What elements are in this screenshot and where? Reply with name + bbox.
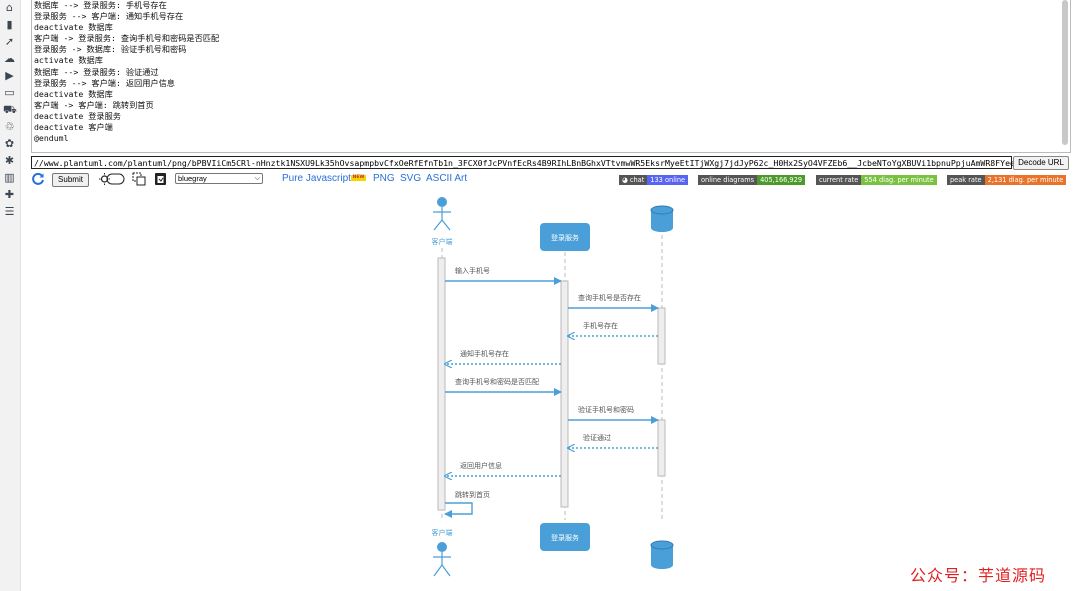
paste-icon[interactable]: [154, 172, 167, 186]
bars-icon[interactable]: ☰: [4, 205, 15, 218]
editor-line: 客户端 -> 登录服务: 查询手机号和密码是否匹配: [34, 33, 220, 44]
svg-link[interactable]: SVG: [400, 173, 422, 184]
url-text: //www.plantuml.com/plantuml/png/bPBVIiCm…: [34, 158, 1020, 168]
client-actor-top: [433, 197, 451, 231]
client-participant-label: 客户端: [432, 237, 453, 246]
comment-icon[interactable]: ▭: [4, 86, 15, 99]
peak-rate-value: 2,131 diag. per minute: [984, 175, 1067, 185]
editor-lines: 数据库 --> 登录服务: 手机号存在登录服务 --> 客户端: 通知手机号存在…: [34, 0, 219, 144]
cart-icon[interactable]: ⛟: [3, 103, 17, 116]
editor-line: 客户端 -> 客户端: 跳转到首页: [34, 99, 154, 110]
chat-badge-value: 133 online: [647, 175, 689, 185]
editor-line: 登录服务 -> 数据库: 验证手机号和密码: [34, 44, 187, 55]
message-label: 查询手机号是否存在: [578, 293, 641, 302]
chevron-down-icon: ⌵: [254, 175, 260, 182]
scrollbar-thumb[interactable]: [1062, 0, 1068, 145]
png-link[interactable]: PNG: [373, 173, 395, 184]
client-participant-label-bottom: 客户端: [432, 528, 453, 537]
sitemap-icon[interactable]: ♲: [4, 120, 15, 133]
database-activation-2: [657, 419, 666, 477]
sign-icon[interactable]: ✚: [4, 188, 15, 201]
toolbar: Submit bluegray ⌵ Pure Javascript NEW PN…: [31, 172, 1071, 188]
gear-icon[interactable]: ✱: [4, 154, 15, 167]
building-icon[interactable]: ▥: [4, 171, 15, 184]
url-field[interactable]: //www.plantuml.com/plantuml/png/bPBVIiCm…: [31, 156, 1020, 169]
sequence-diagram: 客户端 登录服务 输入手机号查询手机号是否存在手机号存在通知手机号存在查询手机号…: [432, 197, 674, 577]
rocket-icon[interactable]: ➚: [4, 35, 15, 48]
service-participant-label-bottom: 登录服务: [551, 533, 579, 542]
database-icon-bottom: [650, 540, 674, 569]
peak-rate-label: peak rate: [947, 175, 985, 185]
theme-select[interactable]: bluegray ⌵: [175, 173, 263, 184]
editor-line: deactivate 数据库: [34, 22, 113, 33]
editor-line: 登录服务 --> 客户端: 返回用户信息: [34, 77, 175, 88]
message-label: 返回用户信息: [460, 461, 502, 470]
client-activation: [437, 257, 446, 511]
message-label: 跳转到首页: [455, 490, 490, 499]
editor-line: deactivate 数据库: [34, 88, 113, 99]
cloud-icon[interactable]: ☁: [4, 52, 15, 65]
toggle-icon[interactable]: [99, 173, 125, 185]
video-icon[interactable]: ▶: [5, 69, 14, 82]
peak-rate-badge: peak rate 2,131 diag. per minute: [947, 175, 1067, 185]
online-diagrams-value: 405,166,929: [757, 175, 806, 185]
ascii-art-link[interactable]: ASCII Art: [426, 173, 468, 184]
sidebar: ⌂ ▮ ➚ ☁ ▶ ▭ ⛟ ♲ ✿ ✱ ▥ ✚ ☰: [0, 0, 21, 591]
service-activation: [560, 280, 569, 508]
database-icon: [650, 205, 674, 232]
refresh-icon[interactable]: [31, 172, 45, 186]
theme-select-value: bluegray: [178, 174, 207, 183]
editor-line: @enduml: [34, 133, 69, 144]
palette-icon[interactable]: ✿: [4, 137, 15, 150]
editor-scrollbar[interactable]: [1061, 0, 1069, 150]
code-editor[interactable]: 数据库 --> 登录服务: 手机号存在登录服务 --> 客户端: 通知手机号存在…: [31, 0, 1071, 153]
new-badge: NEW: [351, 175, 366, 181]
service-participant-label: 登录服务: [551, 233, 579, 242]
chat-label: chat: [629, 176, 645, 184]
editor-line: deactivate 客户端: [34, 122, 113, 133]
service-participant-box: [540, 223, 590, 251]
chat-badge-label: ◕ chat: [619, 175, 648, 185]
message-label: 输入手机号: [455, 266, 490, 275]
message-label: 手机号存在: [583, 321, 618, 330]
current-rate-label: current rate: [816, 175, 862, 185]
online-diagrams-label: online diagrams: [698, 175, 758, 185]
message-label: 查询手机号和密码是否匹配: [455, 377, 539, 386]
decode-url-button[interactable]: Decode URL: [1013, 156, 1069, 170]
message-label: 验证通过: [583, 433, 611, 442]
home-icon[interactable]: ⌂: [6, 1, 13, 14]
copy-icon[interactable]: [132, 172, 146, 186]
online-diagrams-badge: online diagrams 405,166,929: [698, 175, 806, 185]
message-arrow: [444, 502, 473, 518]
submit-button[interactable]: Submit: [52, 173, 89, 187]
editor-line: 登录服务 --> 客户端: 通知手机号存在: [34, 11, 184, 22]
editor-line: 数据库 --> 登录服务: 手机号存在: [34, 0, 167, 10]
editor-line: activate 数据库: [34, 55, 103, 66]
message-label: 验证手机号和密码: [578, 405, 634, 414]
pure-javascript-link[interactable]: Pure Javascript: [282, 173, 351, 184]
book-icon[interactable]: ▮: [6, 18, 13, 31]
client-actor-bottom: [433, 542, 451, 577]
current-rate-badge: current rate 554 diag. per minute: [816, 175, 937, 185]
current-rate-value: 554 diag. per minute: [861, 175, 937, 185]
database-activation-1: [657, 307, 666, 365]
message-label: 通知手机号存在: [460, 349, 509, 358]
editor-line: deactivate 登录服务: [34, 110, 121, 121]
service-participant-box-bottom: [540, 523, 590, 551]
chat-badge[interactable]: ◕ chat 133 online: [619, 175, 689, 185]
editor-line: 数据库 --> 登录服务: 验证通过: [34, 66, 159, 77]
watermark: 公众号：芋道源码: [910, 566, 1047, 585]
message-group: 输入手机号查询手机号是否存在手机号存在通知手机号存在查询手机号和密码是否匹配验证…: [444, 266, 659, 518]
